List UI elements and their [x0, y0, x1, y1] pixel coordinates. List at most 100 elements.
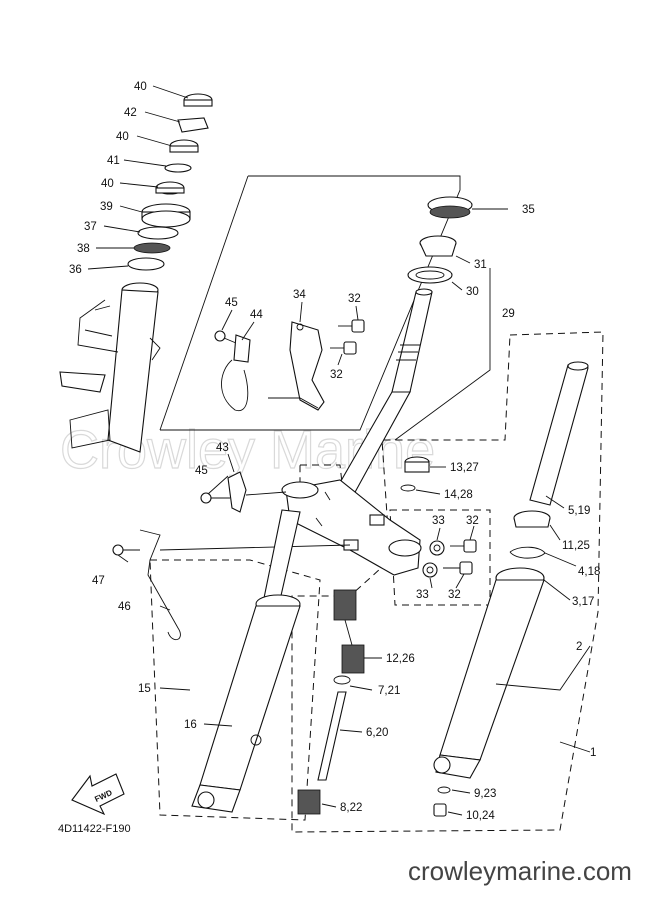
callout-6-20: 6,20 [366, 727, 388, 739]
callout-45b: 45 [195, 465, 208, 477]
group-outline-upper [160, 175, 461, 431]
callout-32b: 32 [330, 369, 343, 381]
wire-46-group [112, 529, 351, 641]
bolt-10 [433, 803, 447, 817]
callout-8-22: 8,22 [340, 802, 362, 814]
callout-38: 38 [77, 243, 90, 255]
callout-10-24: 10,24 [466, 810, 495, 822]
callout-33b: 33 [416, 589, 429, 601]
callout-34: 34 [293, 289, 306, 301]
clamp-left-bore [281, 481, 319, 499]
washer-33a [429, 540, 445, 556]
frame-bracket [77, 299, 119, 353]
spring-12 [333, 589, 365, 674]
washer-9 [437, 786, 451, 794]
fwd-arrow: FWD [71, 773, 125, 816]
leader-46-clamp [159, 544, 351, 551]
callout-29: 29 [502, 308, 515, 320]
washer-41 [164, 163, 192, 173]
under-bracket [285, 479, 421, 576]
bracket-34 [289, 321, 325, 411]
cap-bolt-group [400, 456, 430, 492]
site-url: crowleymarine.com [408, 856, 632, 886]
left-tube-lug [250, 734, 262, 746]
callout-31: 31 [474, 259, 487, 271]
callout-3-17: 3,17 [572, 596, 594, 608]
callout-47: 47 [92, 575, 105, 587]
washer-33b [422, 562, 438, 578]
cap-bolt-13-body [404, 461, 430, 473]
callout-40a: 40 [134, 81, 147, 93]
ring-nut-40c-body [155, 187, 185, 194]
callout-32d: 32 [448, 589, 461, 601]
frame-tab [149, 337, 161, 361]
callout-40b: 40 [116, 131, 129, 143]
bolt-32c-head [463, 539, 477, 553]
callout-36: 36 [69, 264, 82, 276]
group-outline-right-fork [291, 331, 604, 833]
washer-33b-hole [426, 566, 434, 574]
lock-washer-42 [177, 117, 209, 133]
callout-16: 16 [184, 719, 197, 731]
oil-seal-11-body [513, 517, 551, 528]
callout-9-23: 9,23 [474, 788, 496, 800]
frame-bracket-detail [84, 305, 113, 337]
bolt-32b-head [343, 341, 357, 355]
bracket-43 [227, 471, 247, 513]
clip-44-loop [221, 359, 249, 411]
clamp-right-bore [388, 539, 422, 557]
callout-41: 41 [107, 155, 120, 167]
callout-30: 30 [466, 286, 479, 298]
right-fork [433, 361, 589, 779]
outer-tube-3 [439, 579, 545, 761]
left-inner-tube [263, 509, 301, 601]
oring-14 [400, 484, 416, 492]
clamp-details [315, 491, 331, 527]
ring-nut-40b-body [169, 145, 199, 153]
stem-top [415, 288, 433, 296]
bearing-35-balls [429, 205, 471, 219]
bolt-32a-head [351, 319, 365, 333]
wire-46 [139, 529, 181, 641]
callout-40c: 40 [101, 178, 114, 190]
clip-44 [233, 334, 251, 363]
ring-nut-40a-body [183, 99, 213, 107]
bearing-31-body [419, 242, 457, 257]
washers-bolts-centre [422, 539, 477, 578]
callout-37: 37 [84, 221, 97, 233]
ring-7 [333, 675, 351, 685]
fwd-arrow-icon [71, 773, 125, 816]
group-outlines [149, 175, 604, 833]
frame-lower-plate [69, 409, 111, 449]
bolt-45a-head [214, 330, 226, 342]
guide-29 [394, 268, 491, 441]
steering-stem-29 [391, 291, 433, 393]
callout-13-27: 13,27 [450, 462, 479, 474]
bracket-34-arm [268, 397, 319, 409]
callout-45a: 45 [225, 297, 238, 309]
bearing-race-36 [127, 257, 165, 271]
callout-32c: 32 [466, 515, 479, 527]
callout-1: 1 [590, 747, 596, 759]
leader-43-clamp [245, 491, 287, 496]
callout-labels: 40 42 40 41 40 39 37 38 36 35 31 30 29 4… [69, 81, 600, 822]
callout-46: 46 [118, 601, 131, 613]
clamp-pinch [369, 514, 385, 526]
leader-lines [87, 85, 591, 816]
stem-hardware-stack [127, 93, 213, 271]
callout-4-18: 4,18 [578, 566, 600, 578]
callout-39: 39 [100, 201, 113, 213]
damper-rod-6 [317, 691, 347, 781]
ball-bearing-38 [133, 242, 171, 254]
callout-2: 2 [576, 641, 582, 653]
triple-clamp [281, 479, 422, 576]
spring-12-lower [341, 644, 365, 674]
callout-12-26: 12,26 [386, 653, 415, 665]
washer-33a-hole [433, 544, 441, 552]
bolt-45a-shaft [223, 337, 237, 344]
callout-14-28: 14,28 [444, 489, 473, 501]
bracket-43-group [200, 471, 287, 513]
left-fork [191, 509, 301, 813]
callout-43: 43 [216, 442, 229, 454]
